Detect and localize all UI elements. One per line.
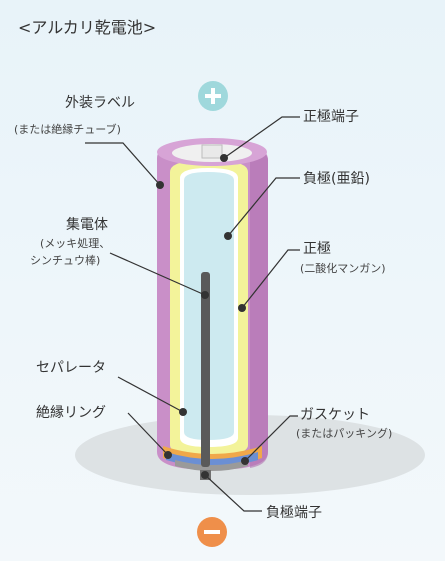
negative-electrode-label: 負極(亜鉛): [303, 171, 370, 187]
positive-electrode-label: 正極: [303, 241, 331, 257]
casing-shade: [250, 150, 268, 468]
insulating-ring-label: 絶縁リング: [36, 405, 106, 421]
current-collector-sublabel-1: (メッキ処理、: [40, 237, 111, 250]
current-collector-sublabel-2: シンチュウ棒): [30, 254, 101, 267]
gasket-label: ガスケット: [300, 407, 370, 423]
diagram-title: <アルカリ乾電池>: [18, 18, 157, 37]
leader-lines: [85, 116, 300, 512]
positive-electrode-sublabel: (二酸化マンガン): [300, 262, 386, 275]
negative-terminal-label: 負極端子: [266, 505, 322, 521]
positive-terminal-nub: [201, 144, 223, 159]
gasket-sublabel: (またはパッキング): [296, 427, 393, 440]
separator-label: セパレータ: [36, 360, 106, 376]
leader-dots: [156, 154, 249, 479]
bottom-plate: [175, 460, 248, 471]
positive-terminal-label: 正極端子: [303, 109, 359, 125]
negative-electrode-sublabel: (亜鉛): [331, 171, 370, 187]
outer-label-label: 外装ラベル: [65, 95, 135, 111]
current-collector-rod: [201, 272, 210, 467]
current-collector-label: 集電体: [66, 217, 108, 233]
outer-label-sublabel: (または絶縁チューブ): [14, 123, 121, 136]
